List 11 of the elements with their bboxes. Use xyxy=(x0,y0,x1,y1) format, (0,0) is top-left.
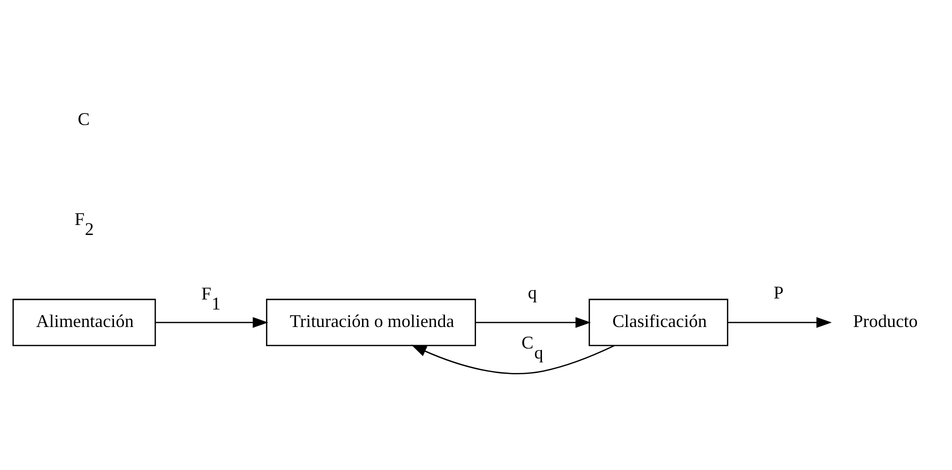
arrow xyxy=(155,316,268,328)
arrow xyxy=(476,316,591,328)
node-box: Clasificación xyxy=(588,298,728,346)
arrow xyxy=(728,316,832,328)
edge-label: P xyxy=(774,282,784,302)
edge-label: q xyxy=(528,282,537,302)
label: C xyxy=(78,108,90,128)
node-text: Producto xyxy=(853,310,918,331)
node-box: Trituración o molienda xyxy=(266,298,476,346)
arrow xyxy=(411,344,614,374)
node-box: Alimentación xyxy=(12,298,156,346)
